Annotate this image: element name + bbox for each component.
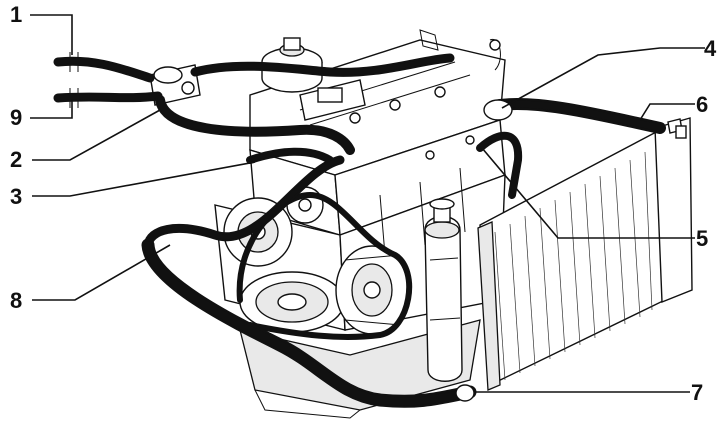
callout-9: 9 xyxy=(10,105,22,130)
callout-6: 6 xyxy=(696,92,708,117)
leader-1 xyxy=(30,14,73,55)
crankshaft-pulley xyxy=(239,271,345,333)
callout-8: 8 xyxy=(10,288,22,313)
intake-manifold xyxy=(299,29,501,121)
leader-8 xyxy=(32,244,171,301)
callout-4: 4 xyxy=(704,36,717,61)
leader-4 xyxy=(501,47,705,109)
alternator xyxy=(335,245,409,335)
leader-lines xyxy=(30,14,705,393)
callout-1: 1 xyxy=(10,2,22,27)
radiator xyxy=(477,117,693,391)
expansion-tank xyxy=(424,198,463,382)
thermostat-housing xyxy=(149,64,201,106)
leader-9 xyxy=(30,100,73,119)
callout-labels: 1 9 2 3 8 4 6 5 7 xyxy=(10,2,717,405)
callout-3: 3 xyxy=(10,184,22,209)
leader-6 xyxy=(639,103,695,121)
leader-3 xyxy=(32,161,256,197)
callout-5: 5 xyxy=(696,226,708,251)
leader-5 xyxy=(481,147,695,239)
leader-2 xyxy=(32,109,161,161)
coolant-hoses xyxy=(53,52,666,408)
callout-7: 7 xyxy=(691,380,703,405)
callout-2: 2 xyxy=(10,147,22,172)
